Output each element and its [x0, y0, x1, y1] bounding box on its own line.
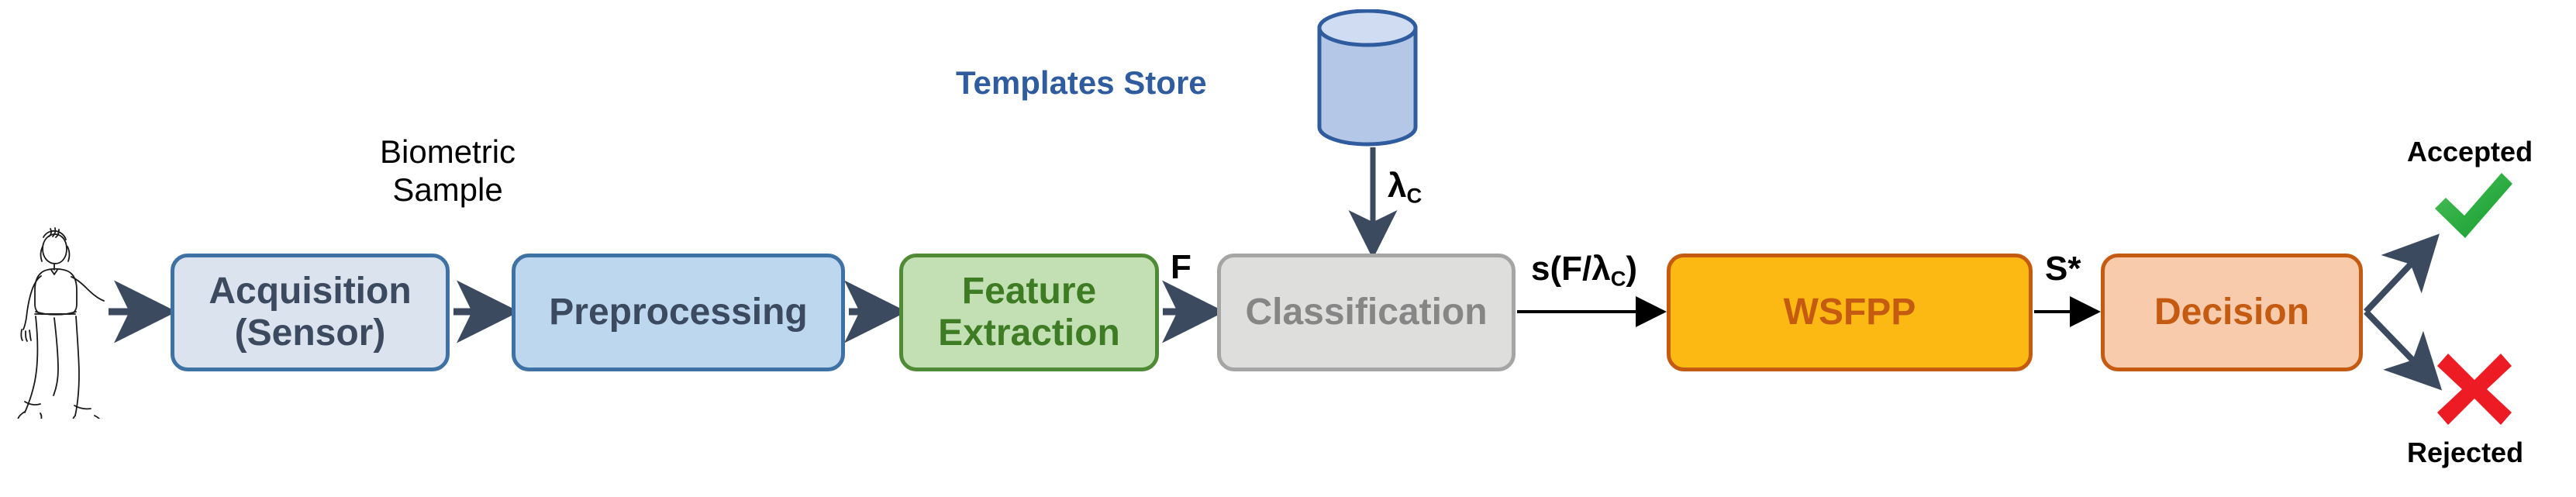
score-tail: ) — [1626, 250, 1638, 288]
lambda-subscript: C — [1406, 183, 1422, 208]
arrow-decision-to-accepted — [2364, 233, 2440, 314]
label-score-expression: s(F/λC) — [1531, 250, 1637, 292]
arrow-decision-to-rejected — [2364, 309, 2443, 391]
label-s-star: S* — [2045, 250, 2081, 288]
label-accepted: Accepted — [2407, 136, 2533, 167]
green-check-icon — [2435, 173, 2512, 238]
node-classification[interactable]: Classification — [1217, 254, 1516, 371]
label-templates-store: Templates Store — [956, 64, 1207, 101]
node-preprocessing[interactable]: Preprocessing — [512, 254, 845, 371]
node-wsfpp[interactable]: WSFPP — [1667, 254, 2033, 371]
node-feature-extraction[interactable]: Feature Extraction — [899, 254, 1159, 371]
label-rejected: Rejected — [2407, 437, 2524, 468]
label-feature-vector: F — [1171, 248, 1191, 286]
node-decision[interactable]: Decision — [2101, 254, 2363, 371]
lambda-glyph: λ — [1388, 167, 1407, 205]
walking-person-icon — [17, 227, 105, 419]
label-lambda-c: λC — [1388, 167, 1422, 209]
score-head: s(F/λ — [1531, 250, 1611, 288]
red-cross-icon — [2437, 354, 2512, 425]
label-biometric-sample: Biometric Sample — [380, 133, 516, 208]
node-acquisition[interactable]: Acquisition (Sensor) — [171, 254, 450, 371]
score-subscript: C — [1610, 266, 1626, 291]
database-cylinder-icon — [1317, 9, 1418, 147]
